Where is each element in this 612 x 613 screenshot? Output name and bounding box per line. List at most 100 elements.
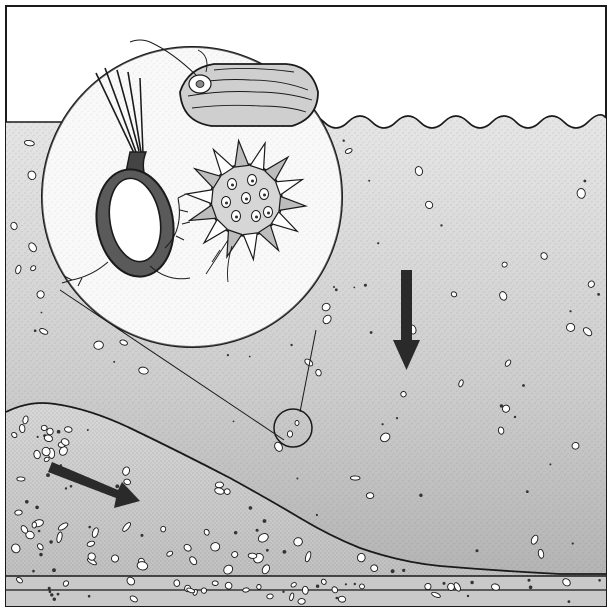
sediment-grain	[19, 424, 25, 433]
floor-speck	[57, 593, 60, 596]
suspended-speck	[113, 361, 115, 363]
sediment-speck	[283, 550, 287, 554]
suspended-speck	[569, 310, 571, 312]
sediment-speck	[256, 529, 259, 532]
sediment-speck	[70, 485, 73, 488]
suspended-particle	[350, 476, 360, 480]
sediment-speck	[49, 540, 52, 543]
floor-speck	[598, 579, 601, 582]
floor-speck	[316, 585, 319, 588]
sediment-speck	[37, 436, 39, 438]
floor-grain	[201, 588, 207, 594]
sediment-speck	[266, 549, 269, 552]
suspended-speck	[440, 224, 442, 226]
floor-speck	[354, 583, 356, 585]
radiolarian-pore-center	[255, 216, 258, 219]
suspended-speck	[364, 284, 367, 287]
suspended-speck	[476, 549, 479, 552]
sediment-speck	[65, 487, 67, 489]
floor-speck	[470, 581, 473, 584]
suspended-speck	[377, 242, 379, 244]
suspended-speck	[396, 417, 398, 419]
floor-speck	[48, 587, 51, 590]
floor-speck	[467, 595, 469, 597]
radiolarian-pore-center	[235, 216, 238, 219]
suspended-speck	[227, 354, 229, 356]
suspended-speck	[296, 478, 298, 480]
suspended-speck	[343, 140, 345, 142]
suspended-speck	[549, 463, 551, 465]
floor-speck	[53, 598, 56, 601]
sediment-grain	[17, 477, 25, 481]
sediment-speck	[38, 530, 41, 533]
radiolarian-pore-center	[245, 198, 248, 201]
sediment-speck	[87, 429, 89, 431]
sediment-speck	[115, 484, 119, 488]
suspended-speck	[333, 286, 335, 288]
floor-speck	[528, 579, 531, 582]
sediment-speck	[234, 531, 237, 534]
sediment-speck	[391, 569, 395, 573]
sediment-speck	[25, 500, 29, 504]
radiolarian-pore-center	[267, 212, 270, 215]
sediment-grain	[32, 522, 37, 528]
floor-speck	[282, 591, 284, 593]
suspended-speck	[522, 384, 525, 387]
sediment-speck	[46, 473, 50, 477]
floor-speck	[443, 582, 446, 585]
sediment-speck	[35, 506, 39, 510]
sediment-grain	[46, 428, 53, 435]
floor-grain	[447, 583, 455, 591]
sediment-speck	[402, 569, 405, 572]
floor-grain	[173, 579, 180, 586]
suspended-speck	[419, 494, 422, 497]
suspended-speck	[526, 490, 529, 493]
sediment-grain	[248, 553, 257, 559]
suspended-speck	[233, 421, 235, 423]
suspended-speck	[316, 514, 318, 516]
suspended-speck	[34, 329, 37, 332]
radiolarian-pore-center	[251, 180, 254, 183]
suspended-speck	[382, 423, 384, 425]
sediment-speck	[57, 430, 61, 434]
suspended-speck	[41, 312, 43, 314]
suspended-speck	[500, 404, 503, 407]
suspended-speck	[597, 293, 600, 296]
suspended-speck	[353, 287, 355, 289]
floor-grain	[302, 586, 308, 594]
sediment-grain	[15, 510, 23, 516]
floor-speck	[336, 597, 339, 600]
floor-grain	[242, 587, 249, 592]
floor-speck	[49, 591, 52, 594]
sediment-speck	[32, 570, 35, 573]
radiolarian-pore-center	[263, 194, 266, 197]
floor-grain	[298, 598, 305, 604]
radiolarian-pore-center	[225, 202, 228, 205]
floor-grain	[267, 594, 274, 599]
suspended-speck	[249, 356, 251, 358]
suspended-speck	[572, 542, 574, 544]
suspended-particle	[37, 290, 45, 298]
sediment-speck	[141, 534, 144, 537]
suspended-speck	[368, 180, 370, 182]
floor-speck	[529, 586, 533, 590]
sediment-grain	[41, 425, 47, 430]
suspended-particle	[577, 188, 586, 198]
sediment-speck	[39, 553, 42, 556]
floor-grain	[256, 584, 261, 589]
suspended-speck	[335, 288, 338, 291]
radiolarian-pore-center	[231, 184, 234, 187]
floor-grain	[338, 596, 346, 603]
sediment-speck	[88, 526, 91, 529]
suspended-particle	[366, 493, 374, 499]
sediment-speck	[52, 568, 56, 572]
sediment-speck	[263, 519, 267, 523]
suspended-speck	[290, 344, 292, 346]
suspended-speck	[584, 180, 587, 183]
suspended-speck	[514, 416, 516, 418]
suspended-speck	[370, 331, 373, 334]
sediment-speck	[249, 506, 253, 510]
floor-speck	[345, 583, 347, 585]
